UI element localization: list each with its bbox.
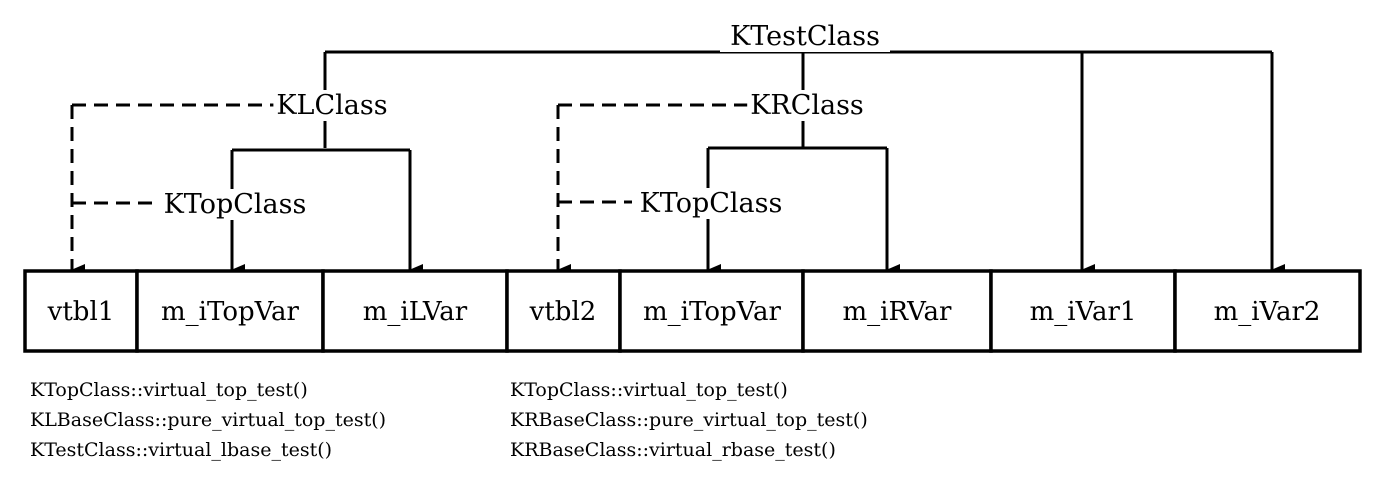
vtbl1-function: KTopClass::virtual_top_test()	[30, 379, 308, 401]
cell-m-itopvar-right	[618, 269, 805, 353]
cell-m-irvar	[801, 269, 993, 353]
cell-m-ivar1-label: m_iVar1	[1030, 297, 1137, 327]
ktestclass-label: KTestClass	[730, 21, 880, 52]
vtbl2-function: KRBaseClass::pure_virtual_top_test()	[510, 409, 868, 431]
cell-m-itopvar-left-label: m_iTopVar	[161, 297, 299, 327]
vtbl1-function-list: KTopClass::virtual_top_test() KLBaseClas…	[30, 379, 386, 461]
cell-m-ivar2-label: m_iVar2	[1214, 297, 1321, 327]
klclass-connector	[70, 103, 423, 276]
krclass-label: KRClass	[750, 90, 864, 121]
vtbl1-function: KTestClass::virtual_lbase_test()	[30, 439, 332, 461]
cell-vtbl1-label: vtbl1	[47, 297, 115, 327]
vtbl2-function: KTopClass::virtual_top_test()	[510, 379, 788, 401]
vtbl2-function: KRBaseClass::virtual_rbase_test()	[510, 439, 836, 461]
ktestclass-connector	[323, 50, 1285, 276]
cell-m-itopvar-right-label: m_iTopVar	[643, 297, 781, 327]
klclass-label: KLClass	[276, 90, 387, 121]
cell-m-ivar2	[1173, 269, 1362, 353]
cell-m-irvar-label: m_iRVar	[843, 297, 953, 327]
cell-m-ivar1	[989, 269, 1177, 353]
vtbl2-function-list: KTopClass::virtual_top_test() KRBaseClas…	[510, 379, 868, 461]
cell-m-ilvar-label: m_iLVar	[363, 297, 468, 327]
krclass-connector	[556, 103, 900, 276]
vtbl1-function: KLBaseClass::pure_virtual_top_test()	[30, 409, 386, 431]
cell-vtbl2	[505, 269, 622, 353]
cell-vtbl2-label: vtbl2	[529, 297, 597, 327]
left-ktopclass-label: KTopClass	[164, 189, 307, 220]
right-ktopclass-label: KTopClass	[640, 188, 783, 219]
memory-row: vtbl1 m_iTopVar m_iLVar vtbl2 m_iTopVar …	[23, 269, 1362, 353]
